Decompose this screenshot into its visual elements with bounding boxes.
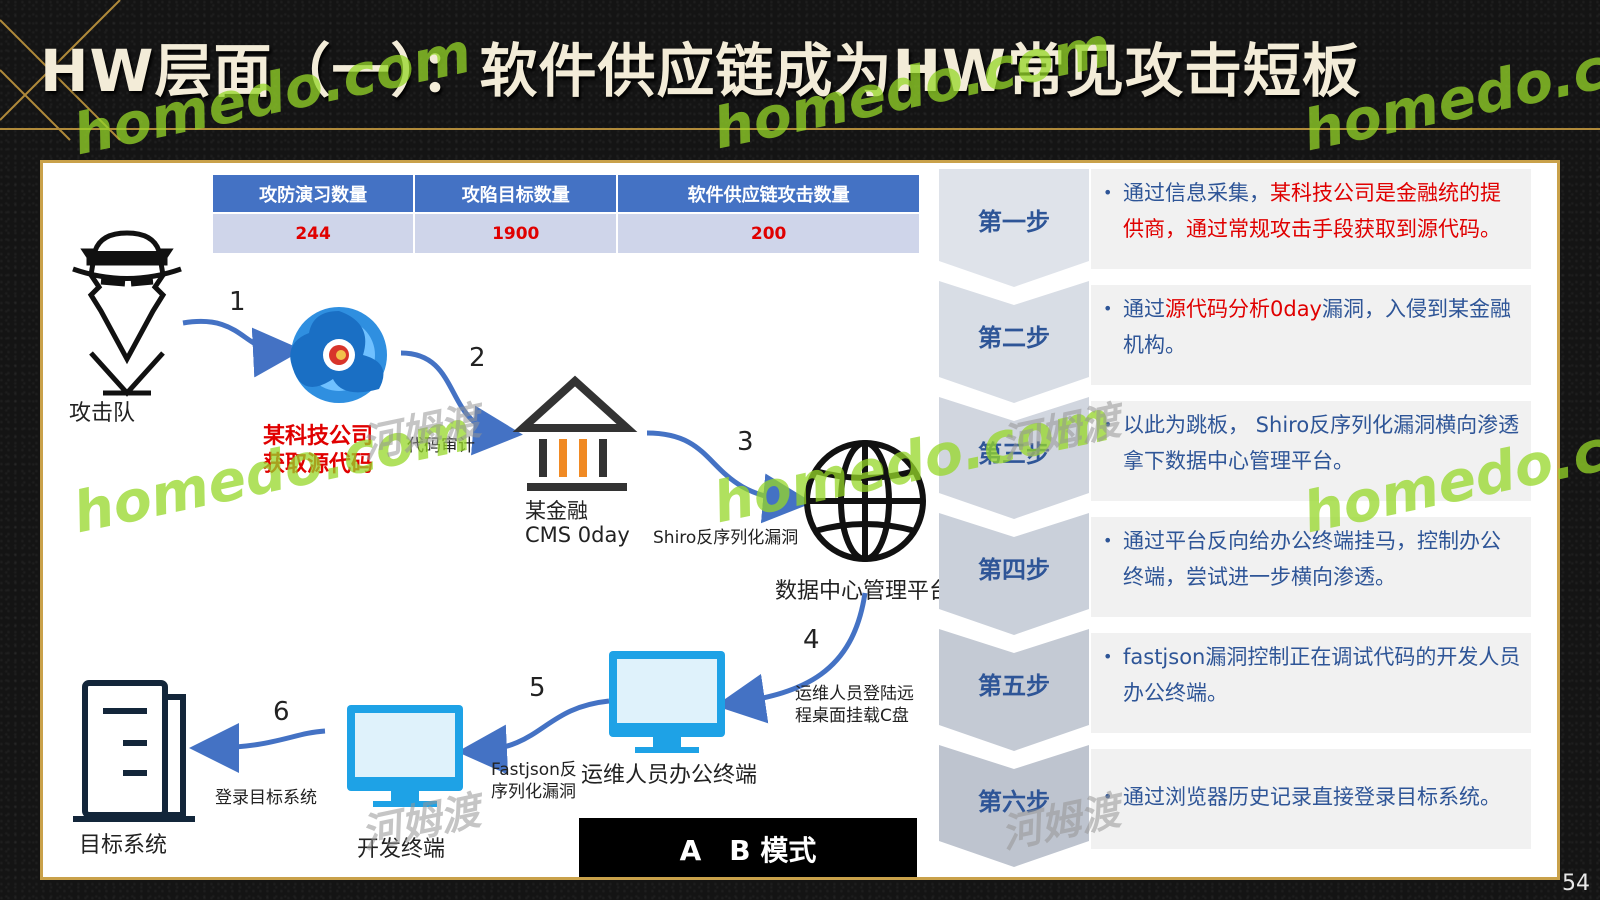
target-server-icon <box>73 680 195 822</box>
tech-company-label: 某科技公司 <box>263 424 374 449</box>
step-row-2: 第二步 • 通过源代码分析0day漏洞，入侵到某金融机构。 <box>939 285 1557 385</box>
step-chevron-background <box>939 169 1089 867</box>
arrow-6 <box>189 722 326 773</box>
ops-login-note-1: 运维人员登陆远 <box>795 684 914 704</box>
step-text-2: • 通过源代码分析0day漏洞，入侵到某金融机构。 <box>1091 285 1531 385</box>
step-text-4: • 通过平台反向给办公终端挂马，控制办公终端，尝试进一步横向渗透。 <box>1091 517 1531 617</box>
ops-terminal-label: 运维人员办公终端 <box>581 763 758 788</box>
step-row-6: 第六步 • 通过浏览器历史记录直接登录目标系统。 <box>939 749 1557 849</box>
content-panel: 攻防演习数量 攻陷目标数量 软件供应链攻击数量 244 1900 200 <box>40 160 1560 880</box>
step-number-4: 4 <box>803 625 820 655</box>
stats-table: 攻防演习数量 攻陷目标数量 软件供应链攻击数量 244 1900 200 <box>213 175 921 253</box>
code-audit-label: 代码审计 <box>407 436 475 456</box>
shiro-vuln-label: Shiro反序列化漏洞 <box>653 528 799 548</box>
step-number-5: 5 <box>529 673 546 703</box>
attack-flow-diagram <box>72 230 926 822</box>
step-number-2: 2 <box>469 343 486 373</box>
stats-value-drills: 244 <box>213 213 416 253</box>
step-label-6: 第六步 <box>978 787 1050 816</box>
step-text-1: • 通过信息采集，某科技公司是金融统的提供商，通过常规攻击手段获取到源代码。 <box>1091 169 1531 269</box>
datacenter-label: 数据中心管理平台 <box>775 579 952 604</box>
stats-header-supplychain: 软件供应链攻击数量 <box>617 175 921 214</box>
step-text-3: • 以此为跳板， Shiro反序列化漏洞横向渗透拿下数据中心管理平台。 <box>1091 401 1531 501</box>
arrow-5 <box>457 698 610 775</box>
mode-banner: A B 模式 <box>579 818 917 877</box>
ops-monitor-icon <box>609 651 725 753</box>
fastjson-label-2: 序列化漏洞 <box>491 782 576 802</box>
step-text-5: • fastjson漏洞控制正在调试代码的开发人员办公终端。 <box>1091 633 1531 733</box>
gold-rule-top <box>0 128 1600 130</box>
gold-diamond-decoration <box>0 0 121 141</box>
bullet-icon: • <box>1103 647 1113 666</box>
step-number-6: 6 <box>273 697 290 727</box>
step-label-1: 第一步 <box>978 207 1050 236</box>
arrow-2 <box>400 350 523 456</box>
bank-icon <box>512 375 638 491</box>
bullet-icon: • <box>1103 531 1113 550</box>
finance-label: 某金融 <box>525 499 588 523</box>
step-label-3: 第三步 <box>978 439 1050 468</box>
stats-value-supplychain: 200 <box>617 213 921 253</box>
get-source-label: 获取源代码 <box>263 452 374 477</box>
attacker-label: 攻击队 <box>69 401 136 426</box>
step-row-4: 第四步 • 通过平台反向给办公终端挂马，控制办公终端，尝试进一步横向渗透。 <box>939 517 1557 617</box>
step-row-3: 第三步 • 以此为跳板， Shiro反序列化漏洞横向渗透拿下数据中心管理平台。 <box>939 401 1557 501</box>
dev-terminal-label: 开发终端 <box>357 837 446 862</box>
step-label-2: 第二步 <box>978 323 1050 352</box>
step-number-3: 3 <box>737 427 754 457</box>
arrow-1 <box>182 318 303 378</box>
dev-monitor-icon <box>347 705 463 807</box>
hacker-icon <box>72 230 182 397</box>
ops-login-note-2: 程桌面挂载C盘 <box>795 706 909 726</box>
steps-list: 第一步 • 通过信息采集，某科技公司是金融统的提供商，通过常规攻击手段获取到源代… <box>939 169 1557 877</box>
page-number: 54 <box>1562 871 1590 896</box>
tech-company-logo-icon <box>290 307 387 403</box>
fastjson-label-1: Fastjson反 <box>491 760 577 780</box>
login-target-label: 登录目标系统 <box>215 788 317 808</box>
stats-header-compromised: 攻陷目标数量 <box>414 175 619 214</box>
slide-title: HW层面（一）：软件供应链成为HW常见攻击短板 <box>40 37 1362 105</box>
bullet-icon: • <box>1103 787 1113 806</box>
step-row-1: 第一步 • 通过信息采集，某科技公司是金融统的提供商，通过常规攻击手段获取到源代… <box>939 169 1557 269</box>
bullet-icon: • <box>1103 183 1113 202</box>
stats-value-compromised: 1900 <box>414 213 619 253</box>
step-number-1: 1 <box>229 287 246 317</box>
target-system-label: 目标系统 <box>79 833 168 858</box>
globe-icon <box>804 440 926 562</box>
bullet-icon: • <box>1103 415 1113 434</box>
step-label-4: 第四步 <box>978 555 1050 584</box>
stats-header-drills: 攻防演习数量 <box>213 175 416 214</box>
arrow-4 <box>715 592 868 724</box>
step-row-5: 第五步 • fastjson漏洞控制正在调试代码的开发人员办公终端。 <box>939 633 1557 733</box>
step-text-6: • 通过浏览器历史记录直接登录目标系统。 <box>1091 749 1531 849</box>
step-label-5: 第五步 <box>978 671 1050 700</box>
cms-0day-label: CMS 0day <box>525 523 630 547</box>
bullet-icon: • <box>1103 299 1113 318</box>
arrow-3 <box>646 430 813 524</box>
